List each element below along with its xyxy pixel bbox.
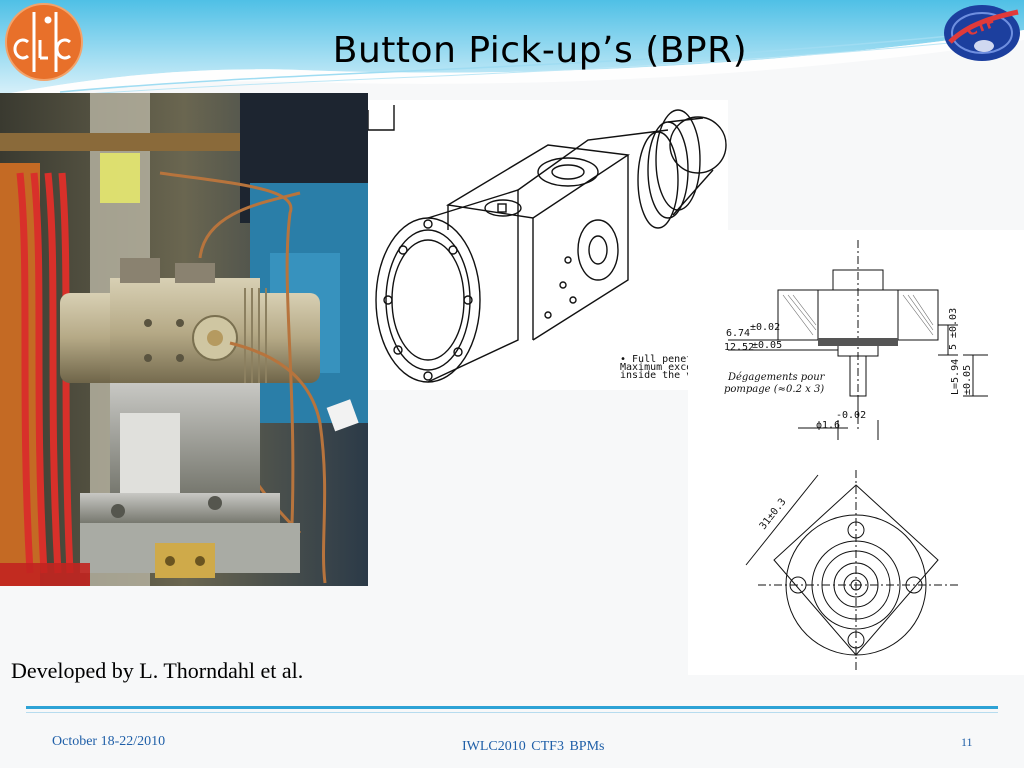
page-number: 11	[961, 735, 973, 749]
dim-d1: 6.74	[726, 328, 750, 339]
footer-divider-thin	[26, 712, 998, 713]
slide-title: Button Pick-up’s (BPR)	[332, 30, 748, 71]
footer-divider	[26, 706, 998, 709]
drawing-note-3: inside the vacuum chamber o	[620, 370, 728, 381]
dim-pin-tol: -0.02	[836, 410, 866, 421]
ctf3-logo: CTF	[944, 5, 1020, 61]
dim-right1-tol: ±0.03	[948, 308, 959, 338]
dim-length-tol: ±0.05	[962, 365, 973, 395]
dim-diag: 31±0.3	[758, 497, 789, 532]
drawing-note-1: • Full penetration	[620, 354, 728, 365]
section-drawing: 6.74 ±0.02 12.52 ±0.05 5 ±0.03 L=5.94 ±0…	[688, 230, 1024, 675]
drawing-note-2: Maximum exceeded penetrat	[620, 362, 728, 373]
dim-right1: 5	[948, 344, 959, 350]
isometric-drawing: • Full penetration Maximum exceeded pene…	[368, 100, 728, 390]
dim-d1-tol: ±0.02	[750, 322, 780, 333]
credit-text: Developed by L. Thorndahl et al.	[11, 658, 304, 683]
bpr-photo	[0, 93, 368, 586]
header-swoosh	[0, 0, 1024, 100]
note-degagement-1: Dégagements pour	[727, 372, 826, 383]
dim-length: L=5.94	[950, 359, 961, 395]
note-degagement-2: pompage (≈0.2 x 3)	[724, 384, 824, 395]
footer-event: IWLC2010 CTF3 BPMs	[462, 739, 605, 754]
dim-d2-tol: ±0.05	[752, 340, 782, 351]
footer-date: October 18-22/2010	[52, 734, 166, 749]
clic-logo	[5, 3, 83, 81]
dim-d2: 12.52	[724, 342, 754, 353]
dim-pin: ϕ1.6	[816, 420, 840, 431]
